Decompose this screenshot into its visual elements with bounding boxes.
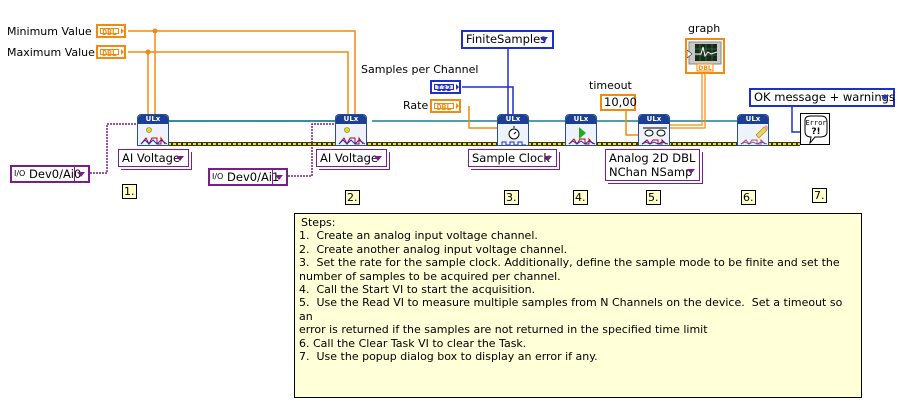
i32-type-tag: I32 [434,84,454,93]
comment-line: error is returned if the samples are not… [299,323,708,337]
timing-type-selector[interactable]: Sample Clock [468,149,557,167]
create-channel-icon [140,127,168,145]
error-dialog-icon: Error ?! [804,115,828,145]
channel-wire-1 [288,123,335,177]
minimum-value-label: Minimum Value [7,25,92,38]
selector-value: AI Voltage [320,151,379,165]
chevron-down-icon [77,172,85,177]
physical-channel-control-0[interactable]: I/O Dev0/Ai0 [10,165,90,183]
svg-text:DBL: DBL [698,65,712,72]
step-label-7: 7. [812,188,827,203]
physical-channel-value: Dev0/Ai1 [227,170,280,184]
dialog-type-selector[interactable]: OK message + warnings [749,88,895,107]
create-channel-node-1[interactable]: ULx [137,114,169,146]
wire-junction [152,28,158,34]
step-label-5: 5. [646,190,661,205]
channel-wire-0 [90,123,137,174]
svg-text:?!: ?! [811,127,820,137]
chevron-down-icon [374,156,382,161]
dbl-type-tag: DBL [100,49,119,58]
selector-value: Sample Clock [472,151,551,165]
output-terminal-icon [121,28,124,34]
min-value-wire [128,30,356,116]
error-dialog-node[interactable]: Error ?! [800,113,830,145]
rate-wire [468,106,497,129]
read-node[interactable]: ULx [638,114,670,146]
comment-line: 7. Use the popup dialog box to display a… [299,350,598,364]
comment-line: 1. Create an analog input voltage channe… [299,229,538,243]
wire-junction [145,49,151,55]
samples-per-channel-label: Samples per Channel [361,63,479,76]
chevron-down-icon [540,37,548,42]
io-icon: I/O [212,172,224,181]
comment-line: number of samples to be acquired per cha… [299,269,561,283]
maximum-value-control[interactable]: DBL [96,45,126,59]
chevron-down-icon [176,156,184,161]
start-node[interactable]: ULx [565,114,597,146]
timeout-constant[interactable]: 10,00 [600,94,637,111]
step-label-6: 6. [741,190,756,205]
steps-comment: Steps: 1. Create an analog input voltage… [294,213,862,398]
dbl-type-tag: DBL [434,103,454,112]
chevron-down-icon [881,95,889,100]
comment-line: 4. Call the Start VI to start the acquis… [299,283,536,297]
timeout-label: timeout [589,79,632,92]
measurement-type-selector-1[interactable]: AI Voltage [118,149,189,167]
max-value-wire [128,51,349,116]
measurement-type-selector-2[interactable]: AI Voltage [316,149,387,167]
step-label-3: 3. [504,190,519,205]
selector-value-line2: NChan NSamp [609,165,693,179]
step-label-4: 4. [573,190,588,205]
read-type-selector[interactable]: Analog 2D DBL NChan NSamp [605,149,700,181]
clear-task-node[interactable]: ULx [737,114,769,146]
dbl-type-tag: DBL [100,28,119,37]
start-play-icon [568,127,596,145]
samples-per-channel-wire [462,86,514,116]
read-glasses-icon [641,127,669,145]
comment-line: 3. Set the rate for the sample clock. Ad… [299,256,840,270]
physical-channel-control-1[interactable]: I/O Dev0/Ai1 [208,168,288,186]
output-terminal-icon [456,84,459,90]
io-icon: I/O [14,169,26,178]
create-channel-icon [338,127,366,145]
minimum-value-control[interactable]: DBL [96,24,126,38]
rate-label: Rate [403,99,429,112]
samples-per-channel-control[interactable]: I32 [430,80,461,94]
svg-text:Error: Error [805,119,826,127]
create-channel-node-2[interactable]: ULx [335,114,367,146]
chevron-down-icon [687,169,695,174]
clear-eraser-icon [740,125,768,145]
comment-heading: Steps: [301,216,336,229]
comment-line: 6. Call the Clear Task VI to clear the T… [299,336,527,350]
sample-mode-value: FiniteSamples [466,32,547,46]
rate-control[interactable]: DBL [430,99,461,113]
selector-value-line1: Analog 2D DBL [609,151,696,165]
graph-label: graph [688,22,721,35]
output-terminal-icon [121,49,124,55]
comment-line: 5. Use the Read VI to measure multiple s… [299,296,846,323]
step-label-1: 1. [122,184,137,199]
chevron-down-icon [275,175,283,180]
maximum-value-label: Maximum Value [7,46,95,59]
physical-channel-value: Dev0/Ai0 [29,167,82,181]
graph-wire [670,74,706,129]
sample-mode-selector[interactable]: FiniteSamples [461,30,554,49]
graph-icon: DBL [686,41,722,72]
chevron-down-icon [544,156,552,161]
step-label-2: 2. [345,190,360,205]
timing-node[interactable]: ULx [497,114,529,146]
dialog-type-wire [791,106,800,133]
graph-indicator[interactable]: DBL [685,38,725,74]
timeout-wire [625,111,640,136]
graph-wire [670,74,703,126]
timing-clock-icon [501,126,526,145]
output-terminal-icon [456,103,459,109]
comment-line: 2. Create another analog input voltage c… [299,242,568,256]
dialog-type-value: OK message + warnings [754,90,895,104]
selector-value: AI Voltage [122,151,181,165]
